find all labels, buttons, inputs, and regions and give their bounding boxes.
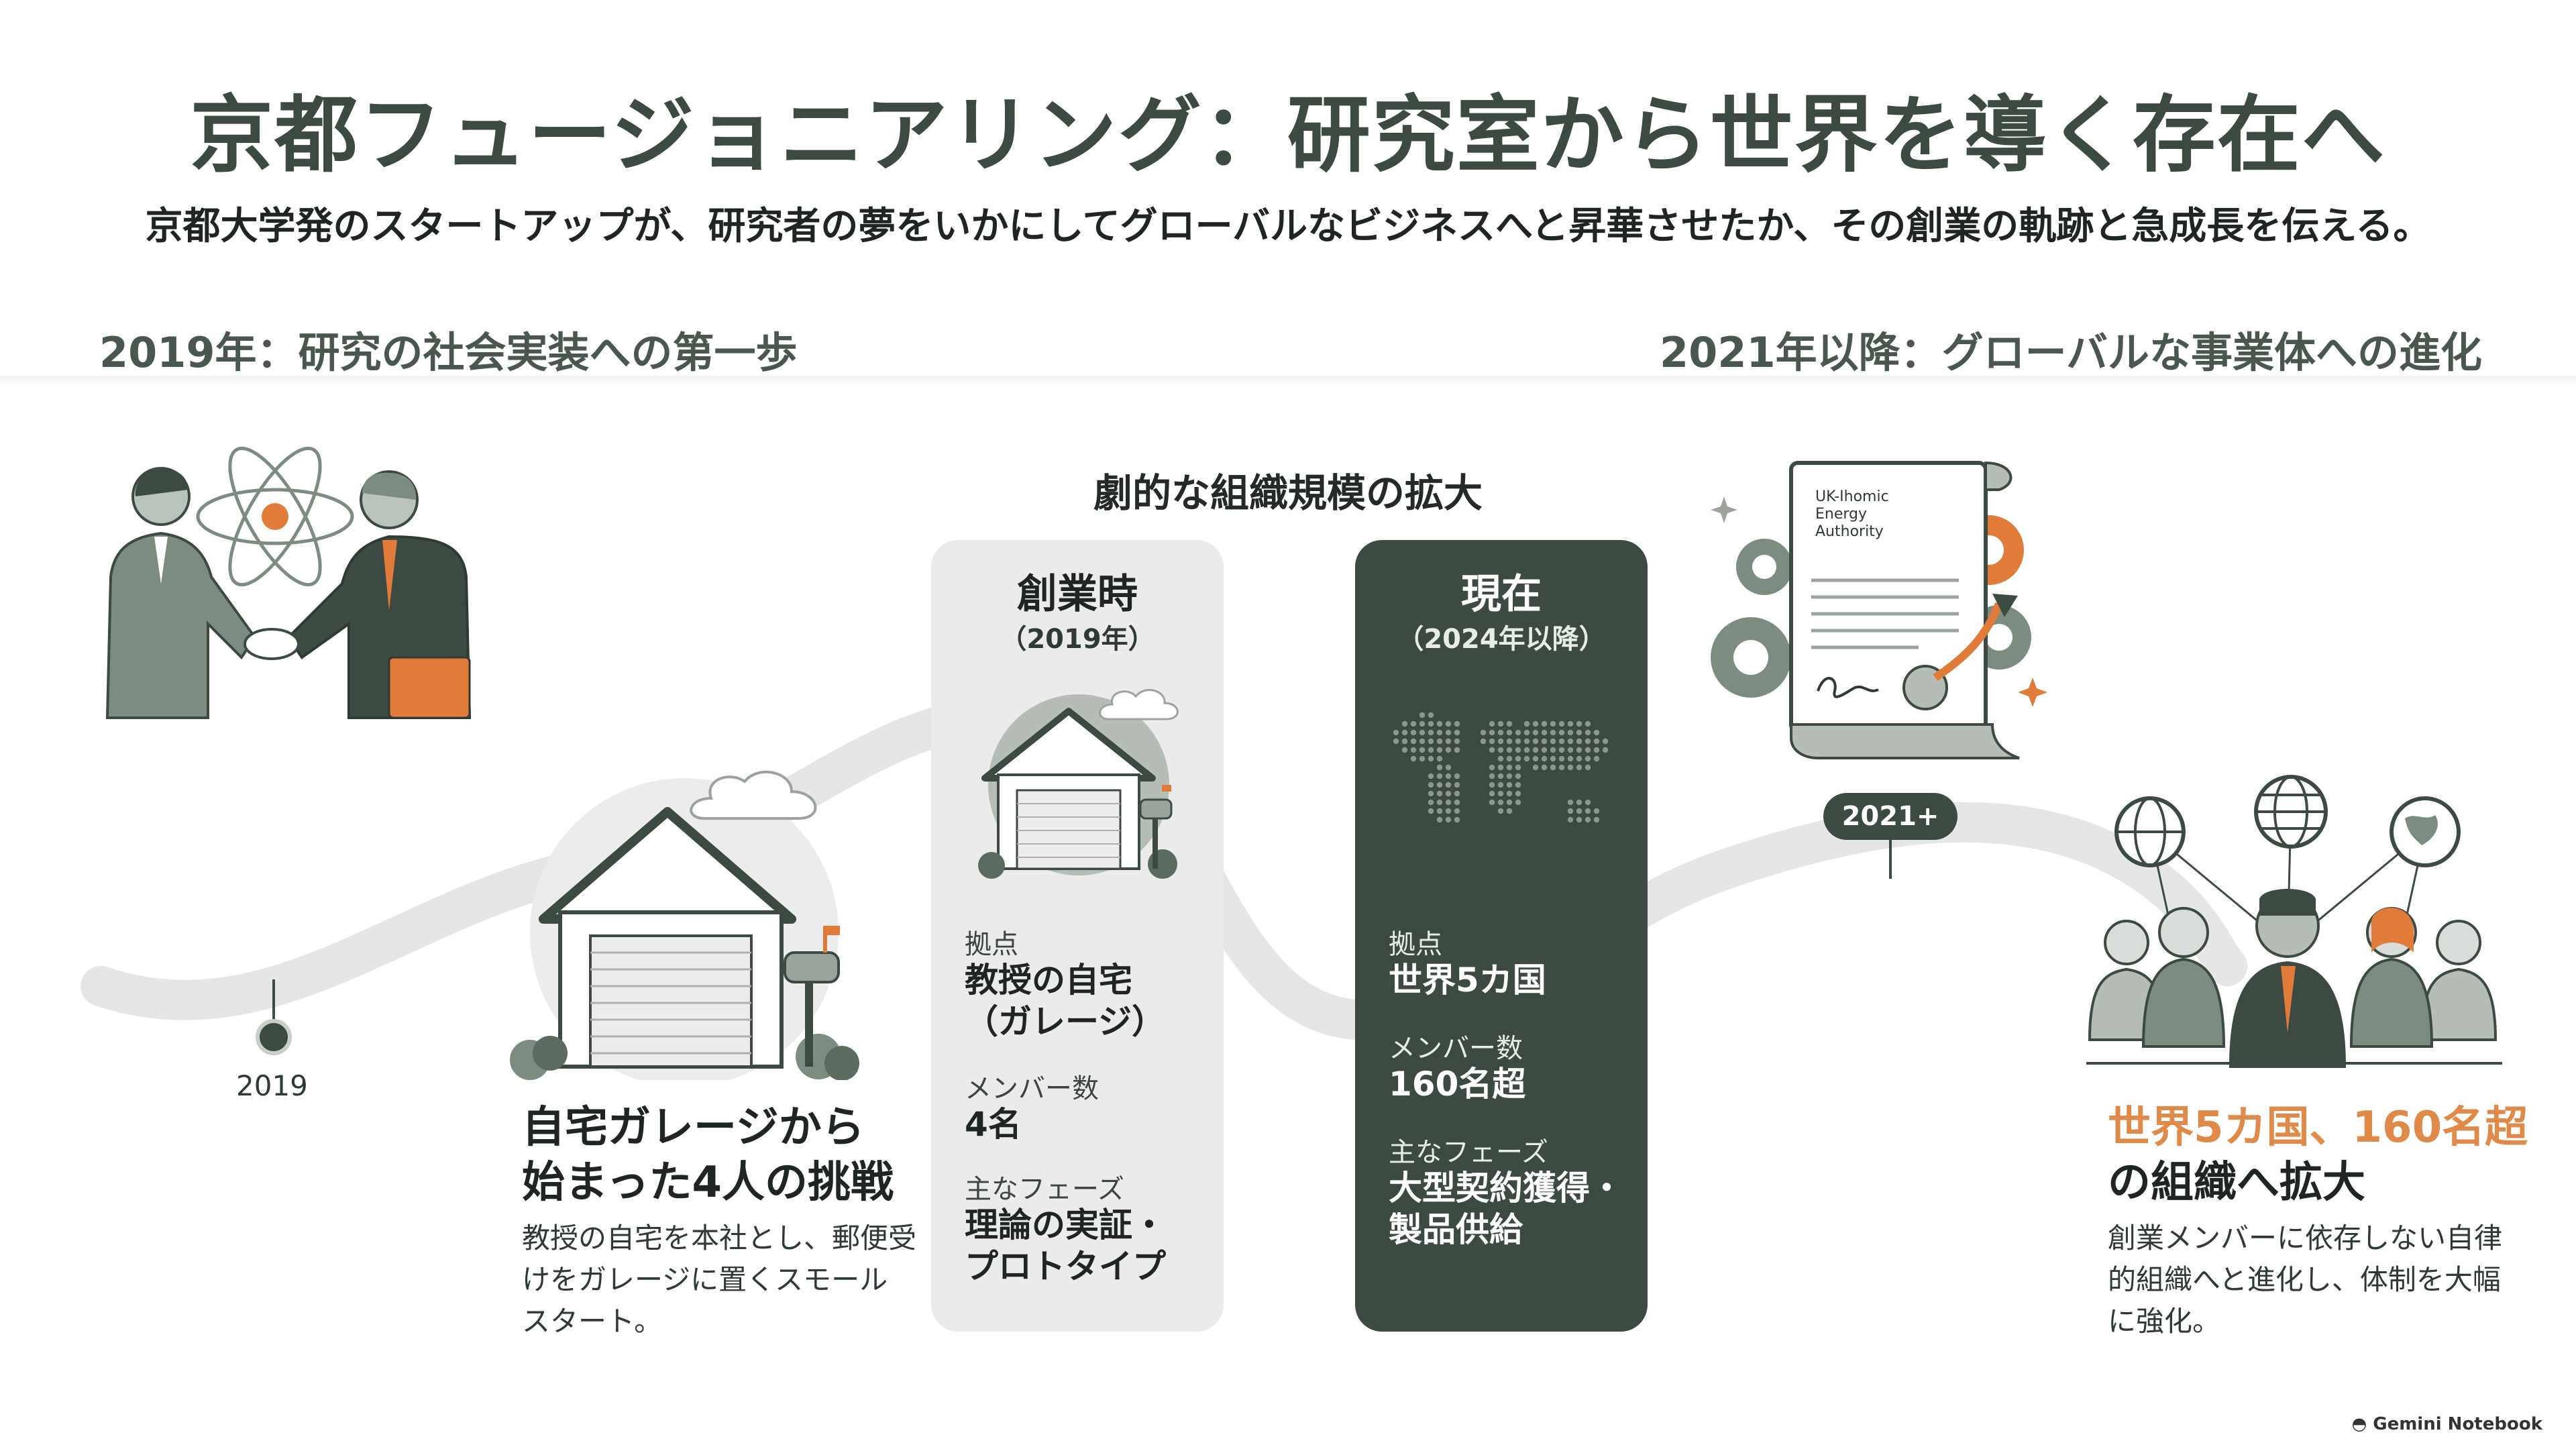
founding-phase-label: 主なフェーズ <box>965 1174 1124 1205</box>
founding-title: 創業時 <box>1017 571 1138 618</box>
current-members-label: メンバー数 <box>1389 1033 1523 1064</box>
founding-base-label: 拠点 <box>965 929 1018 960</box>
comparison-heading: 劇的な組織規模の拡大 <box>1093 470 1483 516</box>
founding-panel: 創業時 （2019年） 拠点 教授の自宅 （ガレージ） メンバー数 4名 主なフ… <box>931 540 1224 1332</box>
current-members-value: 160名超 <box>1389 1065 1526 1104</box>
right-card-body: 創業メンバーに依存しない自律 的組織へと進化し、体制を大幅 に強化。 <box>2108 1222 2503 1338</box>
right-card-heading: 世界5カ国、160名超の組織へ拡大 <box>2108 1100 2528 1210</box>
timeline-year-2019: 2019 <box>236 1069 308 1102</box>
garage-icon <box>510 770 859 1080</box>
brand-logo-icon: ◓ <box>2351 1414 2373 1434</box>
current-phase-value: 大型契約獲得・ 製品供給 <box>1389 1169 1623 1249</box>
left-card-heading: 自宅ガレージから 始まった4人の挑戦 <box>522 1103 894 1208</box>
small-garage-icon <box>978 689 1179 879</box>
current-title: 現在 <box>1461 571 1542 618</box>
document-authority-text: UK-Ihomic Energy Authority <box>1815 488 1889 541</box>
handshake-icon <box>105 446 472 719</box>
global-team-icon <box>2086 775 2502 1068</box>
founding-subtitle: （2019年） <box>1000 624 1155 655</box>
current-base-label: 拠点 <box>1389 929 1442 960</box>
document-line-2: Energy <box>1815 506 1868 523</box>
current-panel: 現在 （2024年以降） 拠点 世界5カ国 メンバー数 160名超 主なフェーズ… <box>1355 540 1648 1332</box>
document-line-1: UK-Ihomic <box>1815 488 1889 505</box>
document-line-3: Authority <box>1815 523 1884 540</box>
contract-document-icon <box>1711 461 2047 759</box>
current-phase-label: 主なフェーズ <box>1389 1137 1548 1168</box>
section-divider <box>0 376 2576 388</box>
section-heading-2019: 2019年：研究の社会実装への第一歩 <box>99 328 798 377</box>
right-card-heading-rest: の組織へ拡大 <box>2108 1158 2365 1208</box>
left-card-body: 教授の自宅を本社とし、郵便受 けをガレージに置くスモール スタート。 <box>522 1222 917 1338</box>
page-title: 京都フュージョニアリング：研究室から世界を導く存在へ <box>190 87 2386 184</box>
founding-members-value: 4名 <box>965 1105 1022 1144</box>
founding-base-value: 教授の自宅 （ガレージ） <box>965 961 1165 1041</box>
world-map-icon <box>1393 712 1609 823</box>
right-card-heading-highlight: 世界5カ国、160名超 <box>2108 1103 2528 1152</box>
current-subtitle: （2024年以降） <box>1397 624 1606 655</box>
founding-members-label: メンバー数 <box>965 1073 1099 1104</box>
current-base-value: 世界5カ国 <box>1389 961 1546 1000</box>
milestone-badge-2021: 2021+ <box>1823 793 1957 840</box>
page-subtitle: 京都大学発のスタートアップが、研究者の夢をいかにしてグローバルなビジネスへと昇華… <box>145 205 2431 248</box>
footer-brand: ◓ Gemini Notebook <box>2351 1414 2542 1434</box>
founding-phase-value: 理論の実証・ プロトタイプ <box>965 1205 1166 1286</box>
footer-brand-label: Gemini Notebook <box>2373 1414 2542 1434</box>
section-heading-2021: 2021年以降：グローバルな事業体への進化 <box>1660 328 2482 377</box>
